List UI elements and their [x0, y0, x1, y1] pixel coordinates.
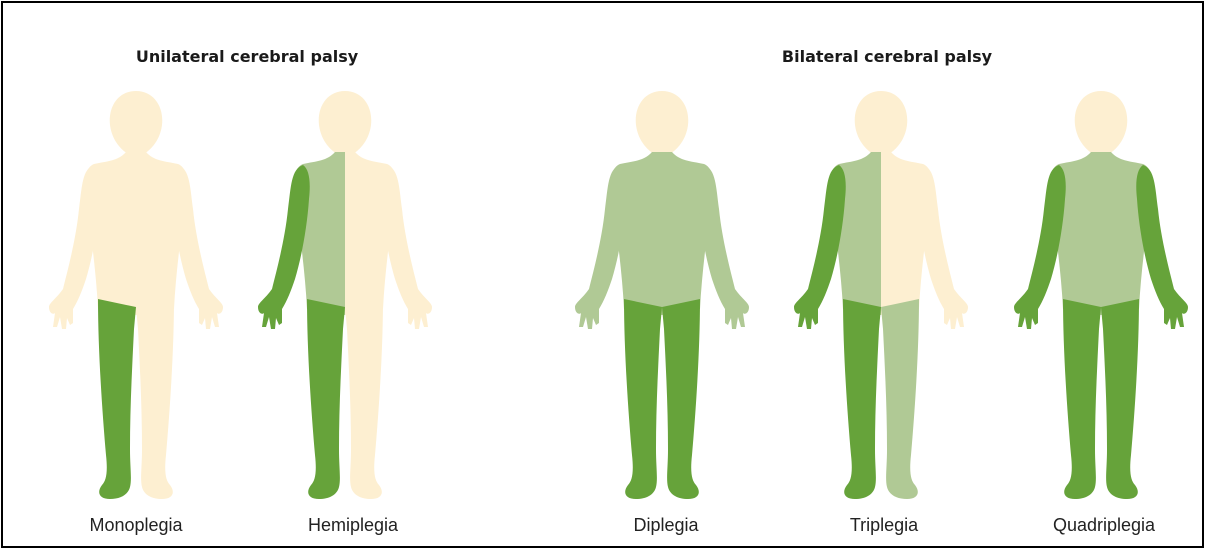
figure-hemiplegia: [250, 89, 440, 505]
body-arm-left: [794, 165, 846, 329]
body-figure-svg: [41, 89, 231, 505]
body-arm-left: [49, 165, 101, 329]
body-arm-right: [916, 165, 968, 329]
body-leg-left: [98, 299, 136, 499]
figure-triplegia: [786, 89, 976, 505]
body-leg-left: [1063, 299, 1101, 499]
body-arm-right: [171, 165, 223, 329]
body-arm-right: [380, 165, 432, 329]
body-figure-svg: [250, 89, 440, 505]
label-hemiplegia: Hemiplegia: [308, 515, 398, 536]
label-monoplegia: Monoplegia: [89, 515, 182, 536]
body-arm-right: [697, 165, 749, 329]
body-leg-right: [1101, 299, 1139, 499]
body-leg-left: [843, 299, 881, 499]
label-quadriplegia: Quadriplegia: [1053, 515, 1155, 536]
body-leg-right: [345, 299, 383, 499]
body-leg-right: [881, 299, 919, 499]
label-triplegia: Triplegia: [850, 515, 918, 536]
body-figure-svg: [1006, 89, 1196, 505]
body-figure-svg: [786, 89, 976, 505]
group-title-bilateral: Bilateral cerebral palsy: [782, 47, 992, 66]
figure-quadriplegia: [1006, 89, 1196, 505]
body-leg-right: [136, 299, 174, 499]
body-arm-left: [1014, 165, 1066, 329]
group-title-unilateral: Unilateral cerebral palsy: [136, 47, 358, 66]
label-diplegia: Diplegia: [633, 515, 698, 536]
body-leg-left: [307, 299, 345, 499]
figure-diplegia: [567, 89, 757, 505]
body-leg-right: [662, 299, 700, 499]
body-arm-right: [1136, 165, 1188, 329]
body-arm-left: [258, 165, 310, 329]
figure-monoplegia: [41, 89, 231, 505]
body-leg-left: [624, 299, 662, 499]
body-arm-left: [575, 165, 627, 329]
body-figure-svg: [567, 89, 757, 505]
